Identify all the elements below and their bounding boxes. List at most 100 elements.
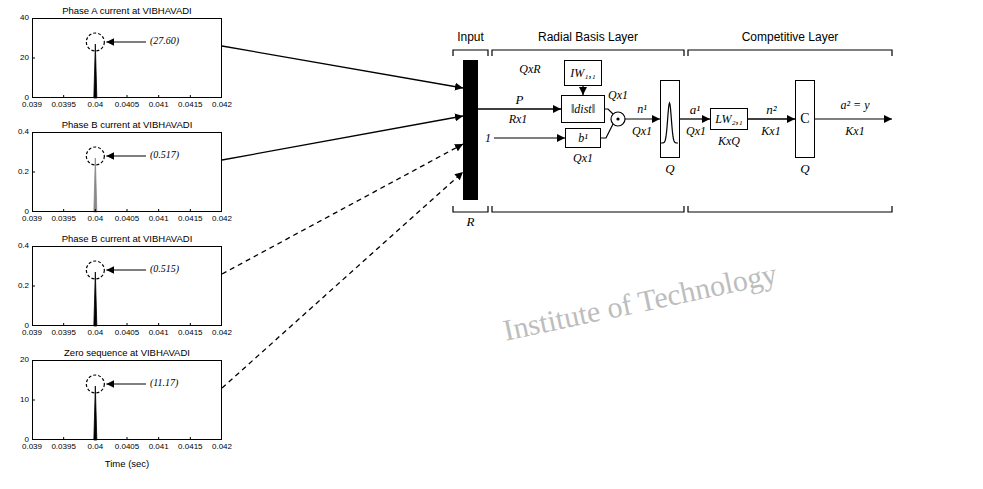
signal-label: a¹ [690,102,700,118]
signal-spike [94,272,97,326]
weight-box: IW₁,₁ [564,60,602,86]
bias-box: b¹ [565,128,601,148]
axis-tick-label: 10 [1,395,29,404]
connector-arrow [478,108,561,109]
layer-band: RInput [453,30,488,230]
axis-tick-label: 0.041 [149,442,169,451]
layer-heading: Radial Basis Layer [492,30,684,44]
axis-tick-label: 0.039 [22,214,42,223]
box-label: R [467,214,475,230]
axis-tick-label: 20 [1,355,29,364]
connector-arrow [582,86,583,95]
peak-marker [86,147,104,165]
dimension-label: Qx1 [608,88,628,103]
axis-tick-label: 0.041 [149,214,169,223]
axis-tick-label: 0.039 [22,100,42,109]
input-vector-bar: R [463,60,478,200]
wire [601,124,613,138]
wire [625,118,660,119]
dimension-label: QxR [519,62,540,77]
bias-input-wire [494,137,565,138]
box-label: b¹ [578,131,588,146]
axis-tick-label: 0.042 [212,328,232,337]
dimension-label: Qx1 [632,124,652,139]
signal-plot: Phase B current at VIBHAVADI(0.517) [32,132,222,212]
axis-tick-label: 0.0395 [51,328,75,337]
signal-spike [94,386,97,440]
axis-tick-label: 0.041 [149,328,169,337]
signal-spike [94,44,97,98]
axis-tick-label: 0.04 [88,328,104,337]
bracket [688,206,892,212]
box-label: C [800,111,809,127]
axis-tick-label: 0.0415 [178,328,202,337]
plot-title: Zero sequence at VIBHAVADI [33,347,221,358]
axis-tick-label: 40 [1,13,29,22]
axis-tick-label: 0.0405 [115,442,139,451]
dimension-label: Kx1 [845,124,864,139]
connector-arrow [222,46,463,88]
callout-arrow [106,269,146,270]
bracket [492,50,684,56]
axis-tick-label: 0.04 [88,100,104,109]
callout-arrow [106,155,146,156]
plot-title: Phase A current at VIBHAVADI [33,5,221,16]
signal-label: n² [766,102,776,118]
box-label: LW₂,₁ [715,112,743,127]
multiply-dot [616,117,619,120]
bracket [492,206,684,212]
peak-value: (27.60) [150,35,179,46]
axis-tick-label: 0.039 [22,442,42,451]
box-label: ‖dist‖ [571,102,595,117]
dimension-label: Qx1 [573,151,593,166]
bracket [453,50,488,56]
peak-value: (0.515) [150,263,179,274]
callout-arrow [106,383,146,384]
peak-value: (0.517) [150,149,179,160]
peak-marker [86,33,104,51]
layer-band: IW₁,₁ ‖dist‖ b¹ Q Radial Basis Layer [492,30,684,230]
multiply-symbol [611,112,625,126]
axis-tick-label: 0.4 [1,241,29,250]
axis-tick-label: 0.0395 [51,100,75,109]
dimension-label: Qx1 [686,124,706,139]
radbas-symbol [661,81,678,156]
connector-arrow [222,172,463,388]
axis-tick-label: 0.0415 [178,214,202,223]
axis-tick-label: 0.0395 [51,214,75,223]
plot-title: Phase B current at VIBHAVADI [33,119,221,130]
axis-tick-label: 0.0395 [51,442,75,451]
axis-tick-label: 0.04 [88,442,104,451]
connector-arrow [222,144,463,274]
signal-plot: Phase B current at VIBHAVADI(0.515) [32,246,222,326]
peak-value: (11.17) [150,377,178,388]
connector-arrow [748,118,795,119]
bracket [453,206,488,212]
signal-plot: Phase A current at VIBHAVADI(27.60) [32,18,222,98]
connector-arrow [680,118,710,119]
axis-tick-label: 0.2 [1,167,29,176]
bracket [688,50,892,56]
peak-marker [86,261,104,279]
plot-title: Phase B current at VIBHAVADI [33,233,221,244]
box-label: IW₁,₁ [570,66,595,81]
dimension-label: 1 [485,131,491,146]
distance-box: ‖dist‖ [561,95,605,123]
callout-arrow [106,41,146,42]
axis-tick-label: 0.042 [212,100,232,109]
axis-tick-label: 0.0405 [115,100,139,109]
axis-tick-label: 0.04 [88,214,104,223]
signal-spike [94,158,97,212]
axis-tick-label: 0.0405 [115,328,139,337]
dimension-label: a² = y [840,98,869,113]
axis-tick-label: 0.2 [1,281,29,290]
dimension-label: n¹ [637,102,647,117]
axis-tick-label: 0.039 [22,328,42,337]
dimension-label: KxQ [718,134,740,149]
box-label: Q [665,161,674,177]
axis-tick-label: 0.0415 [178,100,202,109]
compete-box: CQ [795,80,815,158]
